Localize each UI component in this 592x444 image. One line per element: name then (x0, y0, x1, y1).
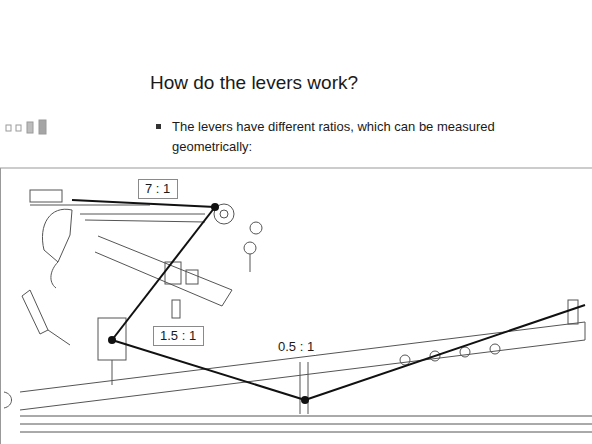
pivot-dots (108, 203, 309, 404)
ratio-text: 7 : 1 (145, 181, 171, 197)
slide-title: How do the levers work? (150, 72, 358, 94)
ratio-box: 7 : 1 (138, 179, 178, 199)
slide-decoration (6, 120, 46, 134)
bullet-square (156, 124, 161, 129)
action-drawing (4, 190, 592, 432)
ratio-label: 0.5 : 1 (276, 339, 316, 355)
lever-lines (72, 200, 585, 400)
ratio-box: 1.5 : 1 (153, 326, 204, 346)
bullet-text: The levers have different ratios, which … (170, 117, 574, 157)
frame-line (0, 168, 592, 169)
frame-line (0, 168, 1, 444)
ratio-text: 1.5 : 1 (160, 328, 197, 344)
